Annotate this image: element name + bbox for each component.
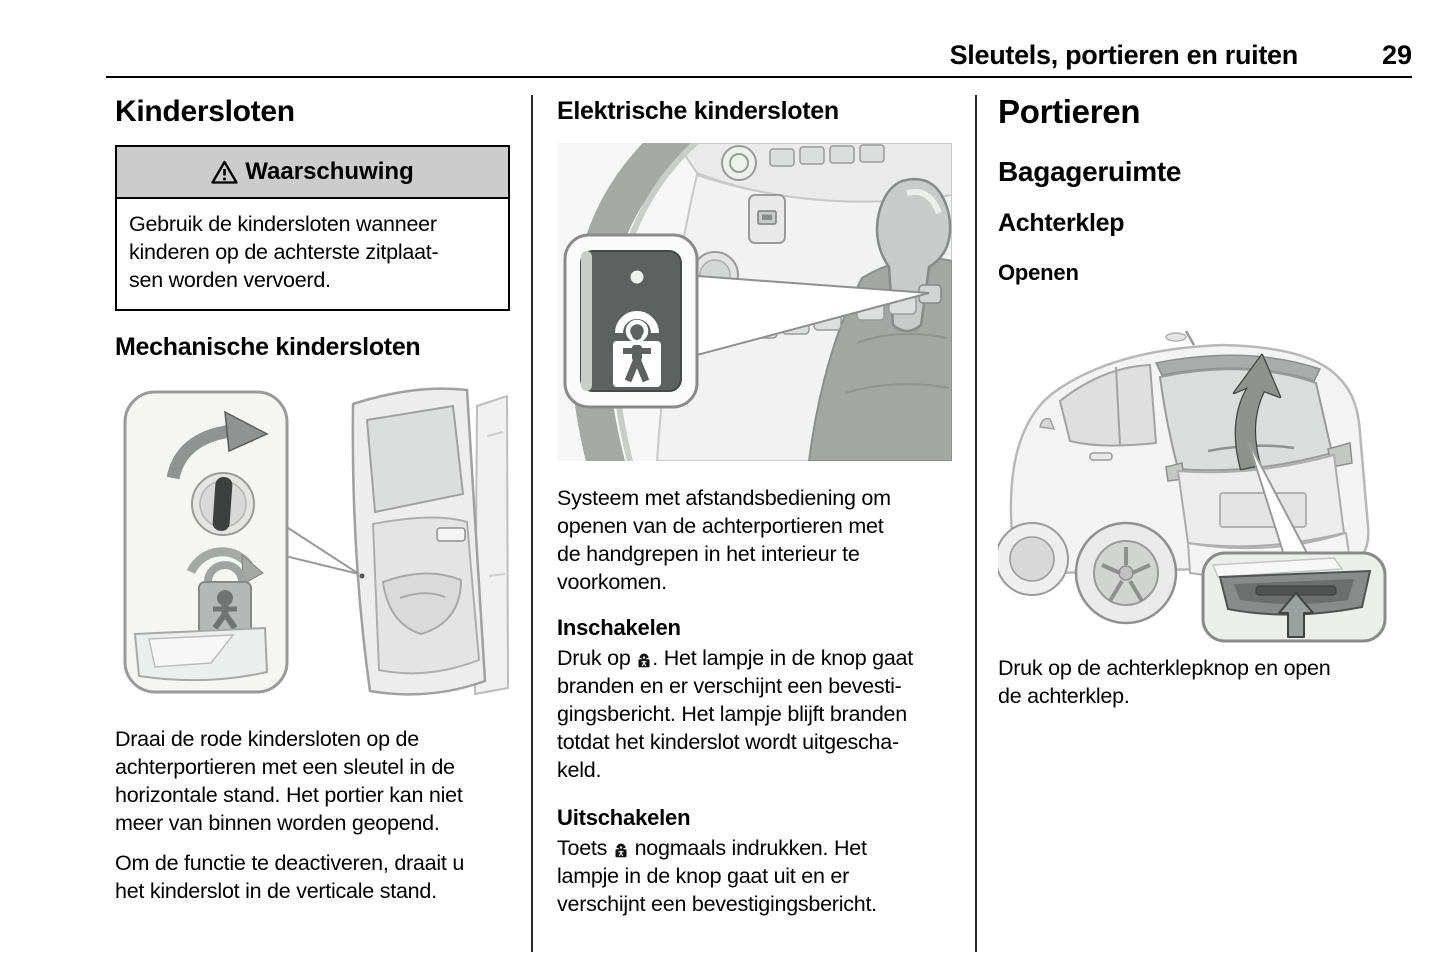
warning-box-body: Gebruik de kindersloten wanneer kinderen… xyxy=(117,199,508,309)
column-elektrische-kindersloten: Elektrische kindersloten xyxy=(557,82,952,918)
mechanical-lock-paragraph-2: Om de functie te deactiveren, draait u h… xyxy=(115,851,465,903)
button-led-indicator xyxy=(630,270,644,284)
key-slot-icon xyxy=(191,472,255,536)
subsection-title-elektrische: Elektrische kindersloten xyxy=(557,97,839,125)
figure-mechanical-child-lock xyxy=(123,387,510,696)
mechanical-lock-paragraph-1: Draai de rode kindersloten op de achterp… xyxy=(115,727,463,835)
achterklep-paragraph: Druk op de achterklepknop en open de ach… xyxy=(998,656,1331,708)
column-divider-2 xyxy=(975,95,977,952)
electric-lock-intro: Systeem met afstandsbediening om openen … xyxy=(557,486,891,594)
figure-electric-child-lock xyxy=(557,143,952,461)
rear-door-illustration xyxy=(351,387,487,696)
section-title-kindersloten: Kindersloten xyxy=(115,95,295,128)
heading-openen: Openen xyxy=(998,260,1079,285)
column-portieren: Portieren Bagageruimte Achterklep Openen xyxy=(998,82,1391,710)
column-kindersloten: Kindersloten Waarschuwing Gebruik de kin… xyxy=(115,82,510,905)
press-up-arrow-icon xyxy=(1278,592,1314,638)
heading-uitschakelen: Uitschakelen xyxy=(557,805,691,830)
warning-box-header: Waarschuwing xyxy=(117,147,508,199)
tailgate-open-arrow-icon xyxy=(1232,353,1282,471)
tailgate-button-callout xyxy=(1201,551,1387,643)
child-lock-callout xyxy=(123,390,289,694)
usb-port-illustration xyxy=(748,194,786,244)
child-lock-icon xyxy=(615,843,627,858)
inschakelen-text-post: . Het lampje in de knop gaat branden en … xyxy=(557,646,913,782)
page-header: Sleutels, portieren en ruiten 29 xyxy=(106,0,1412,78)
subsection-title-achterklep: Achterklep xyxy=(998,209,1125,237)
section-title-portieren: Portieren xyxy=(998,93,1141,130)
rotate-arrow-icon xyxy=(166,410,269,480)
child-lock-icon xyxy=(638,653,650,668)
inschakelen-text-pre: Druk op xyxy=(557,646,637,670)
callout-leader xyxy=(284,524,360,575)
subsection-title-bagageruimte: Bagageruimte xyxy=(998,156,1182,187)
column-divider-1 xyxy=(531,95,533,952)
rotate-arc-icon xyxy=(186,547,264,585)
warning-triangle-icon xyxy=(211,160,238,184)
uitschakelen-body: Toets nogmaals indrukken. Het lampje in … xyxy=(557,834,952,918)
warning-box: Waarschuwing Gebruik de kindersloten wan… xyxy=(115,145,510,311)
running-title: Sleutels, portieren en ruiten xyxy=(949,40,1299,70)
child-lock-icon xyxy=(613,311,661,387)
warning-title: Waarschuwing xyxy=(245,158,414,185)
subsection-title-mechanische: Mechanische kindersloten xyxy=(115,333,421,361)
uitschakelen-text-pre: Toets xyxy=(557,836,613,860)
figure-tailgate-open xyxy=(998,330,1387,643)
child-lock-button-callout xyxy=(563,233,699,409)
uitschakelen-text-post: nogmaals indrukken. Het lampje in de kno… xyxy=(557,836,877,916)
heading-inschakelen: Inschakelen xyxy=(557,615,681,640)
inschakelen-body: Druk op . Het lampje in de knop gaat bra… xyxy=(557,644,952,784)
warning-text: Gebruik de kindersloten wanneer kinderen… xyxy=(129,212,439,292)
page-number: 29 xyxy=(1381,40,1412,70)
